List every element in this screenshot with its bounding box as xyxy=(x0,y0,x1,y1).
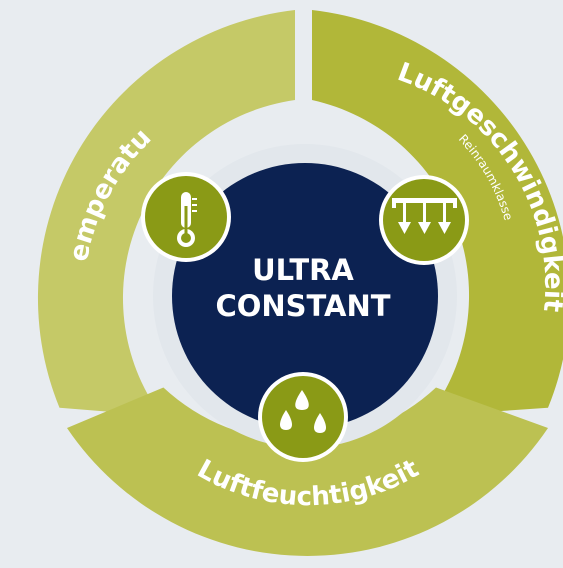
center-circle xyxy=(172,163,438,429)
segment-temperature xyxy=(37,10,295,416)
center-title-line1: ULTRA xyxy=(252,253,354,287)
center-title-line2: CONSTANT xyxy=(215,289,390,323)
thermometer-icon xyxy=(141,172,231,262)
segment-air-speed xyxy=(312,10,563,416)
segment-humidity xyxy=(67,387,548,556)
water-drops-icon xyxy=(258,372,348,462)
air-flow-icon xyxy=(379,175,469,265)
